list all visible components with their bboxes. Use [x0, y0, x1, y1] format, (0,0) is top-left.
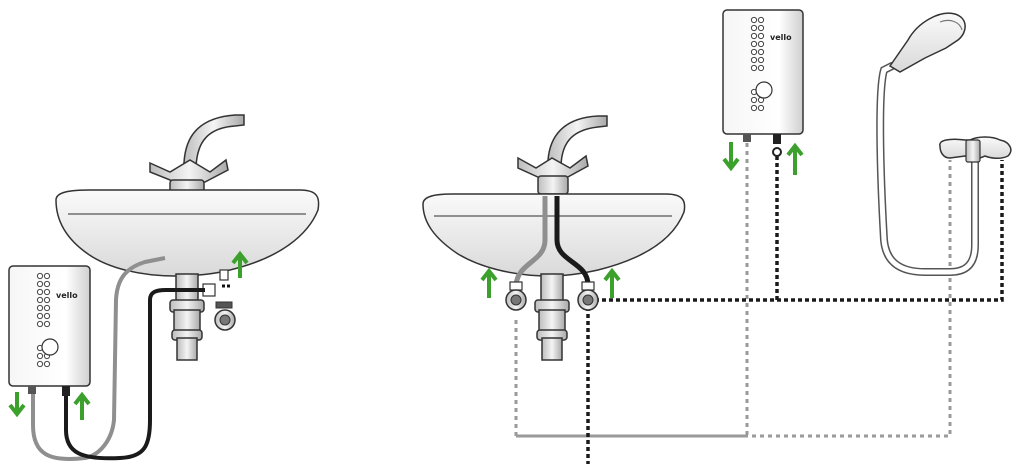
heater-control-dot	[750, 24, 758, 32]
heater-control-dot	[757, 104, 765, 112]
faucet-spout	[547, 115, 608, 173]
heater-control-dot	[750, 104, 758, 112]
cold-water-route	[514, 140, 952, 438]
heater-control-dot	[750, 40, 758, 48]
heater-control-dot	[36, 304, 44, 312]
heater-control-dot	[750, 96, 758, 104]
heater-control-dot	[36, 296, 44, 304]
flow-arrow-up-icon	[786, 142, 804, 175]
washbasin	[422, 193, 686, 277]
heater-logo: vello	[56, 291, 78, 300]
shower-head-icon	[888, 12, 966, 73]
heater-control-dot	[43, 312, 51, 320]
heater-control-dot	[757, 56, 765, 64]
heater-unit: vello	[8, 265, 91, 396]
hot-water-route	[586, 150, 1004, 464]
heater-control-dot	[36, 320, 44, 328]
faucet-base	[537, 175, 569, 195]
heater-control-dot	[43, 272, 51, 280]
heater-logo: vello	[770, 33, 792, 42]
washbasin	[55, 189, 320, 277]
heater-control-dot	[36, 280, 44, 288]
flow-arrow-down-icon	[8, 392, 26, 418]
flow-arrow-up-icon	[480, 267, 498, 298]
shower-hose	[876, 62, 979, 276]
flow-arrow-up-icon	[73, 391, 91, 420]
heater-control-dot	[36, 360, 44, 368]
heater-unit: vello	[722, 9, 804, 157]
faucet-spout	[183, 114, 245, 176]
flow-arrow-up-icon	[603, 267, 621, 298]
heater-controls	[750, 16, 765, 112]
heater-control-dot	[36, 272, 44, 280]
scene-left: vello	[8, 114, 320, 461]
heater-control-dot	[43, 360, 51, 368]
heater-control-dot	[43, 288, 51, 296]
heater-control-dot	[750, 64, 758, 72]
heater-control-dot	[757, 16, 765, 24]
shut-off-valve	[577, 281, 599, 311]
shut-off-valve	[202, 269, 236, 331]
heater-control-dot	[43, 320, 51, 328]
heater-control-dot	[757, 48, 765, 56]
siphon	[534, 273, 570, 361]
heater-control-dot	[36, 312, 44, 320]
heater-control-dot	[750, 48, 758, 56]
heater-control-dot	[750, 16, 758, 24]
heater-controls	[36, 272, 51, 368]
shut-off-valve	[505, 281, 527, 311]
heater-control-dot	[43, 304, 51, 312]
heater-control-dot	[750, 56, 758, 64]
cold-water-pipe	[31, 256, 166, 461]
cold-water-pipe	[513, 196, 548, 286]
shower-mixer-icon	[939, 136, 1012, 163]
heater-control-dot	[36, 288, 44, 296]
siphon	[169, 273, 205, 361]
heater-control-dot	[43, 296, 51, 304]
heater-control-dot	[757, 24, 765, 32]
heater-control-dot	[43, 280, 51, 288]
pipe-routing	[514, 140, 1004, 464]
heater-control-dot	[757, 40, 765, 48]
heater-control-dot	[36, 352, 44, 360]
faucet-handles	[517, 154, 589, 179]
heater-control-dot	[757, 64, 765, 72]
heater-control-dot	[757, 32, 765, 40]
flow-arrow-up-icon	[231, 250, 249, 278]
hot-water-pipe	[64, 288, 205, 461]
hot-water-pipe	[554, 196, 591, 286]
scene-right: vello	[422, 9, 1012, 464]
heater-control-dot	[750, 32, 758, 40]
flow-arrow-down-icon	[722, 142, 740, 172]
faucet-handles	[149, 158, 229, 183]
